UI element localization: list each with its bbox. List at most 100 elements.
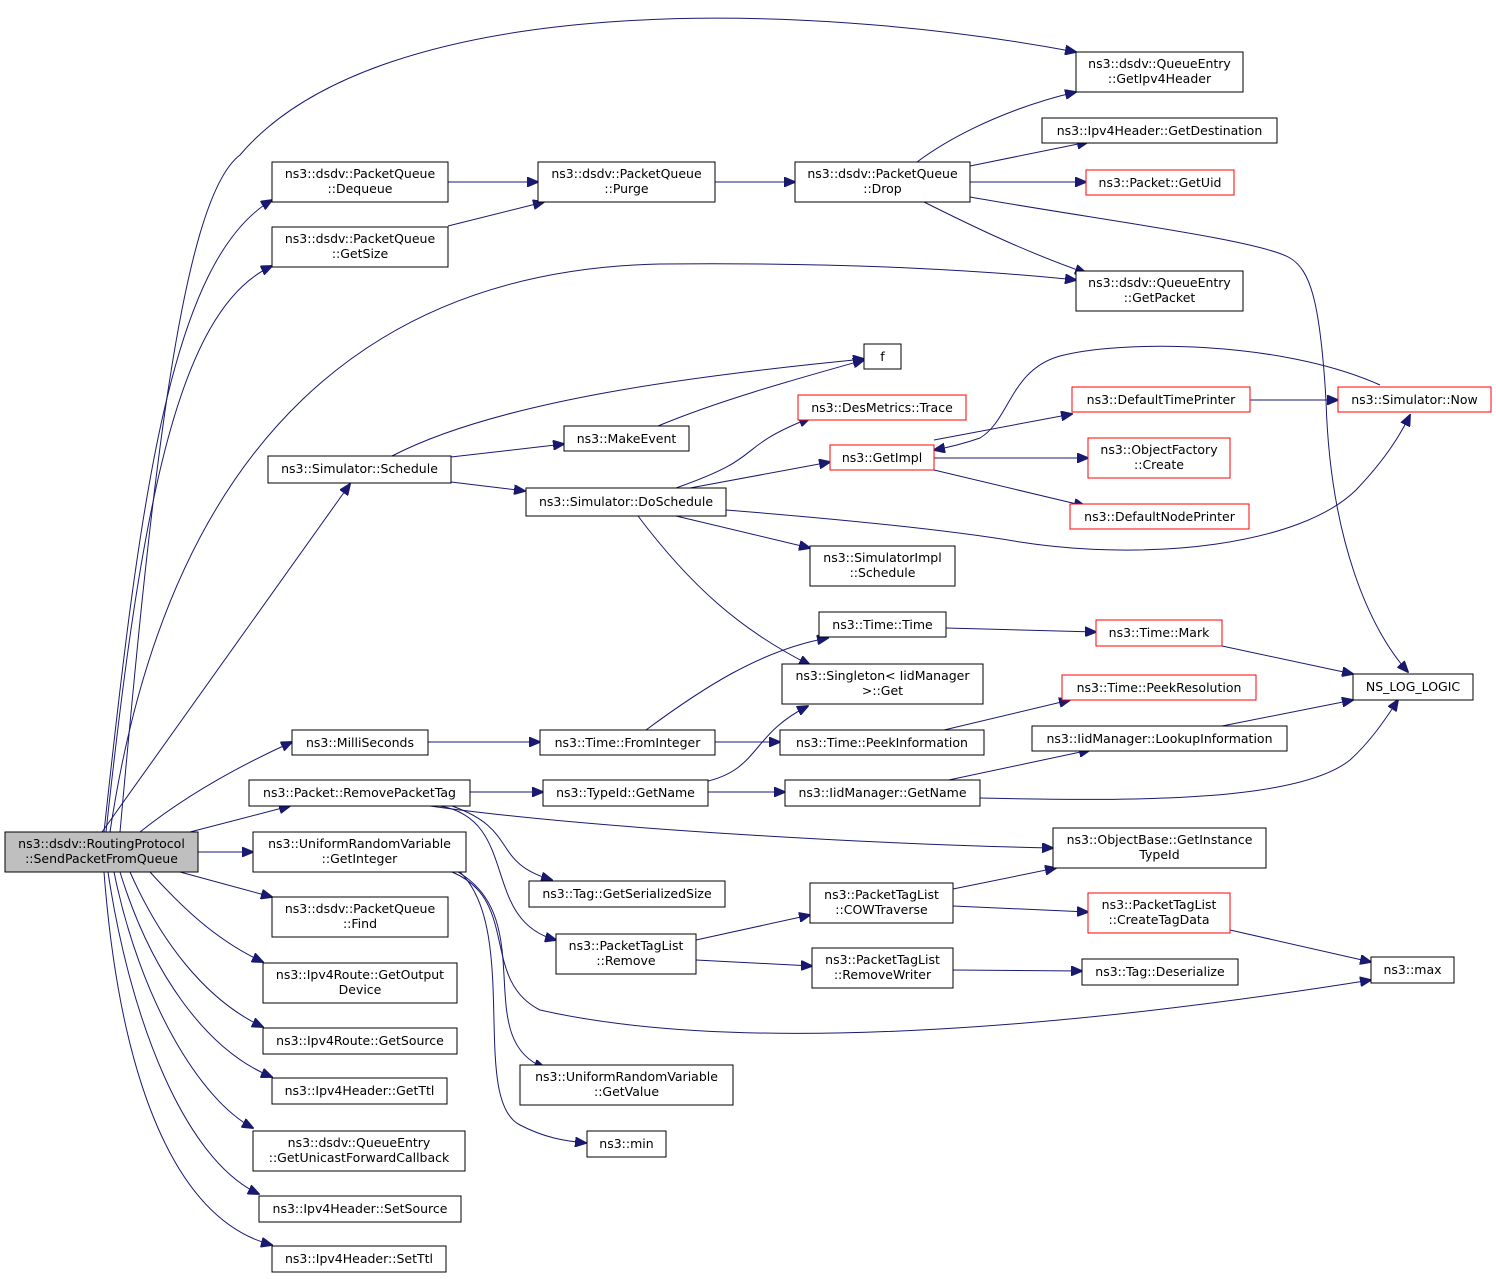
node-simulatorimpl-schedule[interactable]: ns3::SimulatorImpl ::Schedule xyxy=(809,545,956,587)
node-ns-log-logic[interactable]: NS_LOG_LOGIC xyxy=(1352,673,1474,701)
edge-removetag-tagsersize xyxy=(451,805,552,880)
node-time-frominteger[interactable]: ns3::Time::FromInteger xyxy=(539,729,716,756)
node-tag-deserialize[interactable]: ns3::Tag::Deserialize xyxy=(1081,958,1239,986)
edge-ptlremove-removewriter xyxy=(695,959,812,966)
node-label-line1: ns3::dsdv::PacketQueue xyxy=(551,166,702,181)
node-simulator-doschedule[interactable]: ns3::Simulator::DoSchedule xyxy=(525,487,727,517)
node-root-sendpacketfromqueue[interactable]: ns3::dsdv::RoutingProtocol ::SendPacketF… xyxy=(4,831,199,873)
node-label: ns3::Ipv4Route::GetSource xyxy=(276,1033,444,1048)
node-label: ns3::Tag::GetSerializedSize xyxy=(542,886,712,901)
node-urv-getinteger[interactable]: ns3::UniformRandomVariable ::GetInteger xyxy=(252,831,467,873)
node-label: ns3::Time::Time xyxy=(832,617,933,632)
node-label: ns3::Simulator::Now xyxy=(1351,392,1478,407)
node-ipv4h-getttl[interactable]: ns3::Ipv4Header::GetTtl xyxy=(271,1077,448,1105)
node-typeid-getname[interactable]: ns3::TypeId::GetName xyxy=(542,779,709,807)
edge-schedule-f xyxy=(391,359,864,457)
edge-schedule-makeevent xyxy=(450,444,564,458)
node-pq-find[interactable]: ns3::dsdv::PacketQueue ::Find xyxy=(271,896,449,938)
node-label-line2: ::COWTraverse xyxy=(835,902,928,917)
node-pq-drop[interactable]: ns3::dsdv::PacketQueue ::Drop xyxy=(794,161,971,203)
node-time-peekinformation[interactable]: ns3::Time::PeekInformation xyxy=(779,729,985,756)
node-simulator-schedule[interactable]: ns3::Simulator::Schedule xyxy=(267,455,452,484)
node-pq-getsize[interactable]: ns3::dsdv::PacketQueue ::GetSize xyxy=(271,226,449,268)
node-ipv4route-getsource[interactable]: ns3::Ipv4Route::GetSource xyxy=(262,1027,458,1055)
node-time-mark[interactable]: ns3::Time::Mark xyxy=(1095,619,1223,647)
node-defaultnodeprinter[interactable]: ns3::DefaultNodePrinter xyxy=(1069,503,1250,530)
edge-getimpl-defaultnodeprinter xyxy=(933,469,1085,506)
node-f[interactable]: f xyxy=(863,343,902,370)
node-objectbase-getinstancetypeid[interactable]: ns3::ObjectBase::GetInstance TypeId xyxy=(1052,827,1267,869)
edge-peekinfo-peekres xyxy=(943,700,1070,731)
edge-drop-getpacket xyxy=(923,201,1086,273)
edge-root-pq-getsize xyxy=(105,266,272,833)
node-label-line1: ns3::ObjectBase::GetInstance xyxy=(1067,832,1253,847)
edge-root-ipv4h-setttl xyxy=(103,871,272,1245)
node-label: ns3::DesMetrics::Trace xyxy=(811,400,953,415)
edges xyxy=(101,17,1410,1245)
edge-createtagdata-max xyxy=(1229,929,1371,962)
node-ipv4h-setsource[interactable]: ns3::Ipv4Header::SetSource xyxy=(258,1195,462,1223)
edge-root-qe-getpacket xyxy=(109,263,1076,833)
node-label-line2: ::Drop xyxy=(863,181,902,196)
node-label-line2: ::SendPacketFromQueue xyxy=(25,851,178,866)
node-ptl-removewriter[interactable]: ns3::PacketTagList ::RemoveWriter xyxy=(811,947,954,989)
edge-removetag-ptlremove xyxy=(439,805,556,940)
node-simulator-now[interactable]: ns3::Simulator::Now xyxy=(1337,386,1492,413)
node-label-line2: ::GetUnicastForwardCallback xyxy=(269,1150,450,1165)
node-label-line1: ns3::UniformRandomVariable xyxy=(535,1069,718,1084)
node-time-time[interactable]: ns3::Time::Time xyxy=(818,611,947,638)
node-label: ns3::Ipv4Header::GetDestination xyxy=(1057,123,1263,138)
node-pq-purge[interactable]: ns3::dsdv::PacketQueue ::Purge xyxy=(537,161,716,203)
node-label-line1: ns3::dsdv::PacketQueue xyxy=(285,166,436,181)
node-ptl-remove[interactable]: ns3::PacketTagList ::Remove xyxy=(555,933,697,975)
node-label-line1: ns3::dsdv::QueueEntry xyxy=(288,1135,431,1150)
node-label: ns3::min xyxy=(599,1136,653,1151)
node-label: ns3::Packet::GetUid xyxy=(1099,175,1222,190)
node-ptl-cowtraverse[interactable]: ns3::PacketTagList ::COWTraverse xyxy=(809,882,954,924)
node-packet-getuid[interactable]: ns3::Packet::GetUid xyxy=(1085,169,1235,196)
node-objectfactory-create[interactable]: ns3::ObjectFactory ::Create xyxy=(1087,437,1231,479)
node-desmetrics-trace[interactable]: ns3::DesMetrics::Trace xyxy=(797,394,967,421)
node-iidmanager-lookupinformation[interactable]: ns3::IidManager::LookupInformation xyxy=(1031,725,1288,752)
node-label: ns3::Ipv4Header::SetSource xyxy=(273,1201,448,1216)
edge-root-packet-removetag xyxy=(189,806,290,833)
node-tag-getserializedsize[interactable]: ns3::Tag::GetSerializedSize xyxy=(528,880,726,908)
node-label: ns3::Ipv4Header::SetTtl xyxy=(285,1251,433,1266)
edge-doschedule-singleton xyxy=(637,515,810,665)
node-ipv4h-getdestination[interactable]: ns3::Ipv4Header::GetDestination xyxy=(1041,117,1278,144)
node-label-line1: ns3::PacketTagList xyxy=(569,938,684,953)
node-label: ns3::GetImpl xyxy=(842,450,922,465)
node-getimpl[interactable]: ns3::GetImpl xyxy=(829,444,935,471)
node-urv-getvalue[interactable]: ns3::UniformRandomVariable ::GetValue xyxy=(519,1064,734,1106)
node-qe-getunicastforwardcallback[interactable]: ns3::dsdv::QueueEntry ::GetUnicastForwar… xyxy=(252,1130,466,1172)
edge-cow-createtagdata xyxy=(952,905,1088,912)
node-ptl-createtagdata[interactable]: ns3::PacketTagList ::CreateTagData xyxy=(1087,892,1231,934)
edge-lookupinfo-nslog xyxy=(1221,700,1353,727)
node-label: ns3::Time::Mark xyxy=(1109,625,1210,640)
node-label-line1: ns3::Ipv4Route::GetOutput xyxy=(276,967,444,982)
edge-root-ipv4h-setsource xyxy=(107,871,259,1194)
edge-fromint-time-time xyxy=(645,638,828,731)
node-iidmanager-getname[interactable]: ns3::IidManager::GetName xyxy=(784,779,981,807)
node-max[interactable]: ns3::max xyxy=(1370,956,1455,984)
edge-drop-getipv4header xyxy=(916,92,1076,163)
node-label-line1: ns3::ObjectFactory xyxy=(1100,442,1218,457)
node-time-peekresolution[interactable]: ns3::Time::PeekResolution xyxy=(1061,674,1257,701)
edge-root-millis xyxy=(139,742,292,833)
node-singleton-iidmanager[interactable]: ns3::Singleton< IidManager >::Get xyxy=(781,663,984,705)
node-label: ns3::Tag::Deserialize xyxy=(1095,964,1225,979)
edge-root-ipv4route-getsource xyxy=(129,871,263,1027)
node-min[interactable]: ns3::min xyxy=(586,1130,667,1158)
node-ipv4h-setttl[interactable]: ns3::Ipv4Header::SetTtl xyxy=(271,1245,447,1273)
node-pq-dequeue[interactable]: ns3::dsdv::PacketQueue ::Dequeue xyxy=(271,161,449,203)
node-label: ns3::DefaultNodePrinter xyxy=(1084,509,1236,524)
node-qe-getpacket[interactable]: ns3::dsdv::QueueEntry ::GetPacket xyxy=(1075,270,1244,312)
node-defaulttimeprinter[interactable]: ns3::DefaultTimePrinter xyxy=(1071,386,1251,413)
node-packet-removepackettag[interactable]: ns3::Packet::RemovePacketTag xyxy=(248,779,471,807)
node-qe-getipv4header[interactable]: ns3::dsdv::QueueEntry ::GetIpv4Header xyxy=(1075,51,1244,93)
edge-doschedule-getimpl xyxy=(689,462,830,489)
node-ipv4route-getoutputdevice[interactable]: ns3::Ipv4Route::GetOutput Device xyxy=(262,962,458,1004)
node-millis[interactable]: ns3::MilliSeconds xyxy=(291,729,429,756)
node-makeevent[interactable]: ns3::MakeEvent xyxy=(563,425,690,452)
